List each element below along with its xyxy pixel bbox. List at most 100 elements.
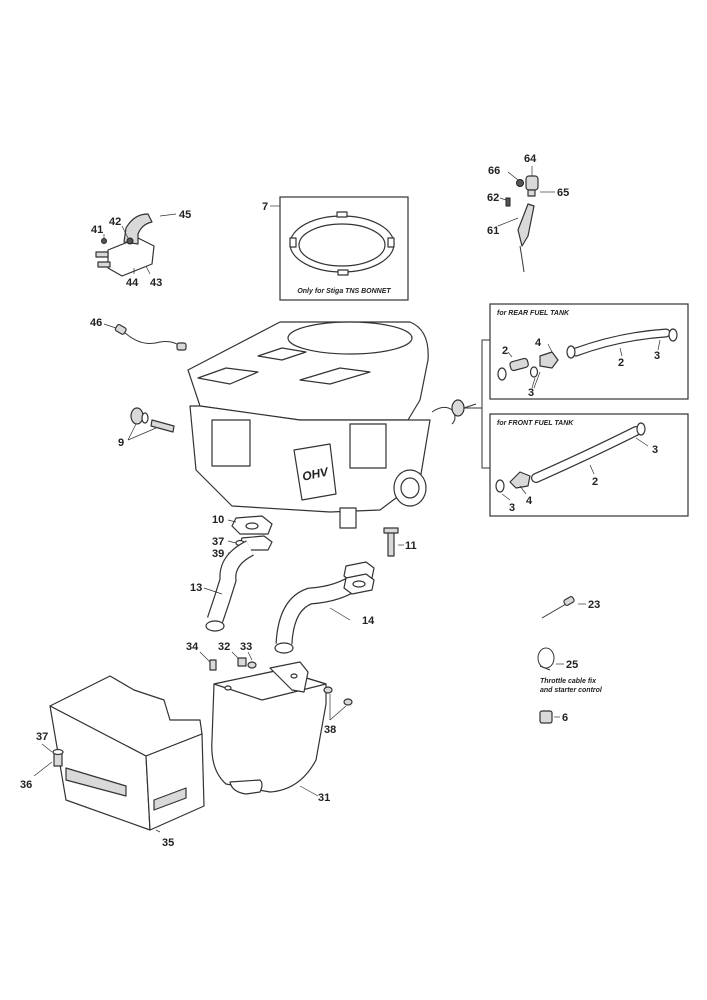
exhaust-fittings-group: 10 37 39 11 (212, 514, 417, 560)
engine-ohv-plate (293, 443, 337, 501)
solenoid-screw (101, 238, 107, 244)
cable-clamp-6 (539, 710, 553, 724)
throttle-cable-end (519, 245, 525, 273)
engine-cylinder-left (211, 419, 251, 467)
rear-hose-clamp-2 (668, 328, 678, 342)
callout-33: 33 (240, 641, 252, 653)
callout-4-front: 4 (526, 495, 533, 507)
nut-33 (247, 661, 257, 669)
engine-fuel-outlet (431, 406, 456, 425)
exhaust-pipes: 13 14 (190, 540, 375, 654)
bolt-32 (237, 657, 247, 667)
callout-34: 34 (186, 641, 199, 653)
cable-clip-25 (537, 647, 555, 669)
throttle-nut (516, 179, 524, 187)
front-tank-caption: for FRONT FUEL TANK (497, 420, 574, 427)
callout-3-front-bottom: 3 (509, 502, 515, 514)
bonnet-caption: Only for Stiga TNS BONNET (297, 288, 391, 295)
washer-38 (323, 686, 333, 694)
heat-shield-vent-side (153, 787, 187, 811)
engine-cylinder-right (349, 423, 387, 469)
throttle-cable-23 (541, 603, 567, 619)
rear-hose-clamp-1 (566, 345, 576, 359)
callout-13: 13 (190, 582, 202, 594)
callout-38: 38 (324, 724, 336, 736)
front-hose-clamp-2 (495, 479, 505, 493)
callout-61: 61 (487, 225, 499, 237)
throttle-caption-line1: Throttle cable fix (540, 678, 597, 685)
engine-shroud-slot-1 (197, 367, 259, 385)
rear-hose-clamp-4 (529, 366, 539, 378)
spark-plug (150, 419, 175, 433)
washer-37-shield (52, 748, 64, 756)
front-hose-clamp-1 (636, 422, 646, 436)
callout-31: 31 (318, 792, 330, 804)
throttle-screw (505, 197, 511, 207)
muffler-outlet (229, 779, 263, 795)
callout-3-front-right: 3 (652, 444, 658, 456)
callout-35: 35 (162, 837, 174, 849)
spark-plug-group: 9 (118, 407, 175, 449)
wire-connector-2 (176, 342, 187, 351)
bonnet-ring-inner (298, 223, 386, 267)
callout-41: 41 (91, 224, 103, 236)
throttle-lever (517, 203, 535, 247)
callout-66: 66 (488, 165, 500, 177)
solenoid-nut (126, 237, 134, 245)
rear-fuel-hose (572, 329, 670, 356)
callout-2-rear-piece: 2 (502, 345, 508, 357)
engine-fuel-pump (451, 399, 465, 417)
callout-42: 42 (109, 216, 121, 228)
throttle-spring (525, 175, 539, 191)
solenoid-terminal-1 (95, 251, 109, 258)
throttle-cable-end-23 (563, 596, 575, 606)
engine-assembly: OHV (187, 321, 477, 529)
callout-2-rear-hose: 2 (618, 357, 624, 369)
callout-44: 44 (126, 277, 139, 289)
front-fuel-hose (532, 427, 640, 482)
engine-shroud-slot-3 (299, 367, 371, 385)
cable-fix-group: 23 25 Throttle cable fix and starter con… (537, 596, 603, 724)
bolt-11 (387, 529, 395, 557)
wire-harness-group: 46 (90, 317, 187, 351)
callout-7: 7 (262, 201, 268, 213)
callout-3-rear-right: 3 (654, 350, 660, 362)
spark-plug-washer (141, 412, 149, 424)
callout-25: 25 (566, 659, 578, 671)
callout-45: 45 (179, 209, 191, 221)
engine-flywheel-cover (287, 321, 413, 355)
throttle-lever-group: 64 66 65 62 61 (487, 153, 569, 273)
front-fuel-tank-inset: for FRONT FUEL TANK 3 2 4 3 (489, 413, 689, 517)
callout-64: 64 (524, 153, 537, 165)
wire-connector-1 (114, 324, 127, 335)
nut-38 (343, 698, 353, 706)
bonnet-ring-tab-bottom (337, 269, 349, 276)
throttle-bolt (527, 189, 536, 197)
heat-shield-group: 37 36 35 (20, 675, 205, 849)
callout-37-top: 37 (212, 536, 224, 548)
callout-46: 46 (90, 317, 102, 329)
bonnet-ring-tab-left (289, 237, 297, 248)
solenoid-elbow-cap (123, 213, 153, 245)
rear-tank-frame (489, 303, 689, 400)
callout-36: 36 (20, 779, 32, 791)
callout-14: 14 (362, 615, 375, 627)
solenoid-terminal-2 (97, 261, 111, 268)
bonnet-ring-tab-top (336, 211, 348, 218)
callout-4-rear: 4 (535, 337, 542, 349)
engine-ohv-label: OHV (301, 464, 330, 483)
callout-9: 9 (118, 437, 124, 449)
callout-37-shield: 37 (36, 731, 48, 743)
callout-23: 23 (588, 599, 600, 611)
exhaust-pipe-13 (208, 541, 254, 623)
muffler-bracket (269, 661, 309, 693)
callout-62: 62 (487, 192, 499, 204)
callout-10: 10 (212, 514, 224, 526)
wire-harness (121, 329, 181, 347)
callout-3-rear-bottom: 3 (528, 387, 534, 399)
rear-tank-caption: for REAR FUEL TANK (497, 310, 570, 317)
callout-11: 11 (405, 540, 417, 552)
callout-2-front-hose: 2 (592, 476, 598, 488)
bolt-34 (209, 659, 217, 671)
